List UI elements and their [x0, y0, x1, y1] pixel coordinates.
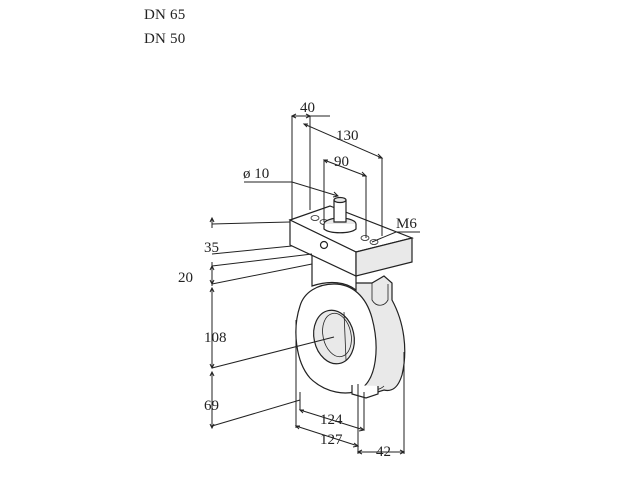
dim-label-40: 40 — [300, 100, 315, 116]
valve-stem — [323, 196, 357, 234]
dimension-lines — [209, 113, 420, 455]
size-label-dn50: DN 50 — [144, 31, 186, 47]
plate-side-hole — [319, 240, 329, 250]
size-label-dn65: DN 65 — [144, 7, 186, 23]
plate-right-face — [355, 237, 413, 277]
dimension-labels: 40 130 90 ø 10 M6 35 20 108 69 124 127 4… — [178, 100, 417, 460]
mounting-plate — [288, 205, 414, 277]
valve-bottom-lug — [351, 385, 379, 399]
flange-lug-upper — [371, 283, 389, 306]
valve-disc-stem — [343, 311, 347, 361]
dim-label-35: 35 — [204, 240, 219, 256]
dim-label-dia10: ø 10 — [243, 166, 269, 182]
stem-top — [333, 196, 347, 204]
valve-bore-inner — [322, 312, 352, 358]
dim-label-130: 130 — [336, 128, 359, 144]
stem-shaft — [333, 200, 347, 223]
dim-label-69: 69 — [204, 398, 219, 414]
stem-collar-side — [323, 224, 357, 234]
dim-label-20: 20 — [178, 270, 193, 286]
plate-hole-4 — [369, 239, 379, 245]
dim-label-90: 90 — [334, 154, 349, 170]
plate-hole-1 — [310, 215, 320, 221]
dim-label-127: 127 — [320, 432, 343, 448]
valve-body — [295, 253, 406, 399]
dim-label-108: 108 — [204, 330, 227, 346]
dim-label-m6: M6 — [396, 216, 417, 232]
dim-label-124: 124 — [320, 412, 343, 428]
dim-label-42: 42 — [376, 444, 391, 460]
plate-hole-3 — [360, 235, 370, 241]
